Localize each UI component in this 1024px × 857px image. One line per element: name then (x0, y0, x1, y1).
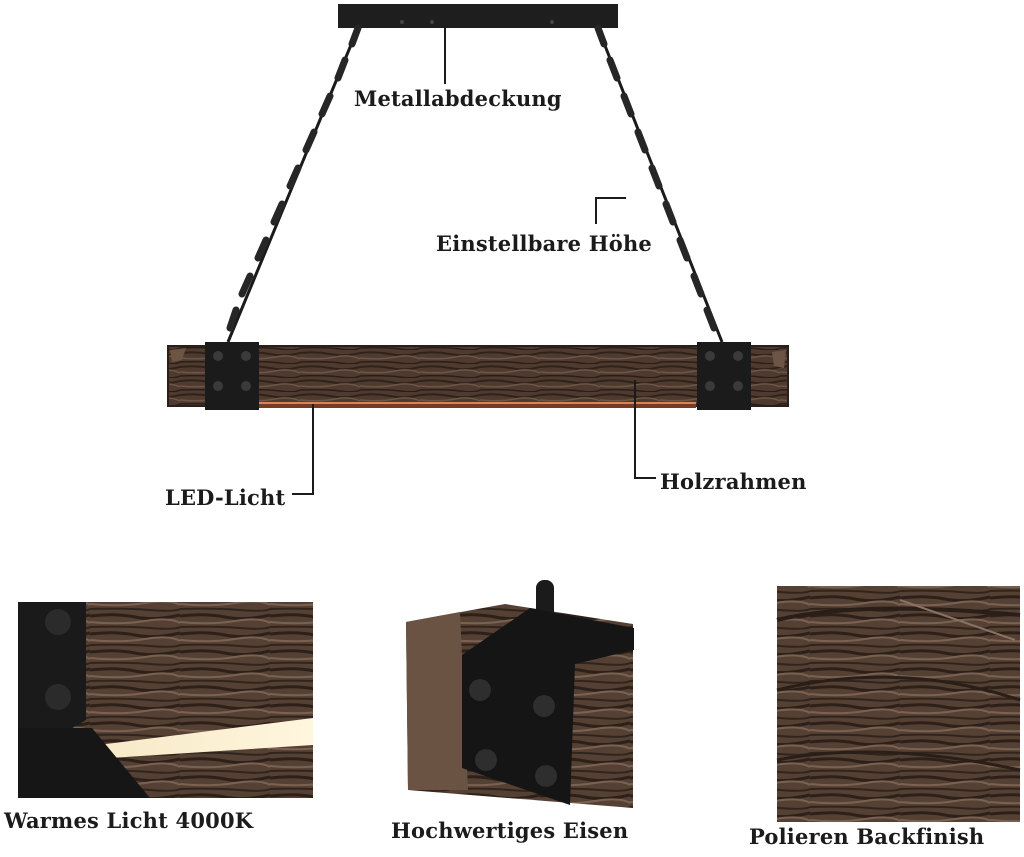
detail-photo-bracket (406, 580, 634, 808)
left-bracket (205, 342, 259, 410)
callout-leaders (292, 26, 656, 495)
caption-iron: Hochwertiges Eisen (391, 818, 629, 843)
callout-led-light: LED-Licht (165, 485, 286, 510)
callout-metal-cover: Metallabdeckung (354, 86, 562, 111)
detail-photo-finish (776, 586, 1021, 822)
left-chain (226, 24, 362, 343)
wooden-beam (167, 345, 789, 407)
callout-adjustable-height: Einstellbare Höhe (436, 231, 652, 256)
ceiling-canopy (338, 4, 618, 28)
caption-finish: Polieren Backfinish (749, 824, 985, 849)
right-chain (594, 24, 724, 343)
right-bracket (697, 342, 751, 410)
detail-photo-led (18, 602, 313, 798)
led-strip (258, 402, 696, 408)
caption-warm-light: Warmes Licht 4000K (4, 808, 254, 833)
callout-wood-frame: Holzrahmen (660, 469, 807, 494)
